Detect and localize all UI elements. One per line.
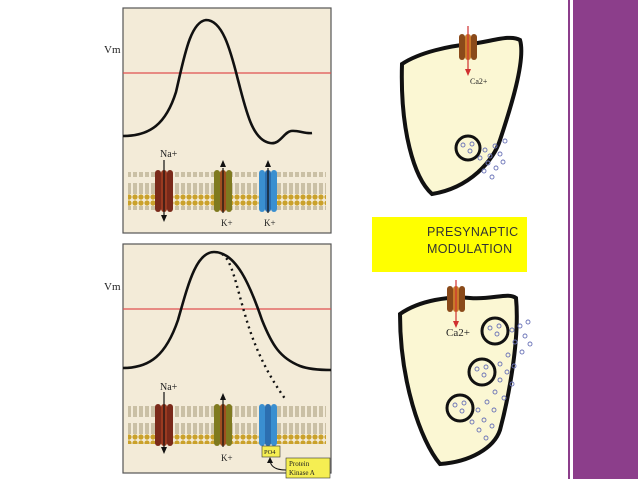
po4-label: PO4	[264, 449, 276, 456]
top-action-potential-curve	[122, 18, 313, 145]
top-k-label-1: K+	[221, 218, 233, 228]
bottom-na-label: Na+	[160, 382, 178, 393]
presynaptic-modulation-label: PRESYNAPTIC MODULATION	[372, 217, 527, 272]
top-vesicle-particles	[460, 138, 508, 180]
bottom-k-label: K+	[221, 453, 233, 463]
top-vm-label: Vm	[104, 44, 121, 56]
bottom-ca-channel	[447, 280, 465, 328]
label-line-2: MODULATION	[427, 242, 513, 256]
top-k-channel-2	[259, 160, 277, 213]
bottom-ca-label: Ca2+	[446, 327, 470, 339]
bottom-prolonged-dotted-curve	[221, 252, 287, 401]
top-k-label-2: K+	[264, 218, 276, 228]
po4-tag	[261, 445, 281, 458]
bottom-presynaptic-terminal: Ca2+	[397, 280, 533, 467]
bottom-action-potential-curve	[122, 250, 332, 372]
top-panel: Vm Na+ K+ K+	[104, 7, 332, 234]
label-line-1: PRESYNAPTIC	[427, 225, 519, 239]
bottom-vm-label: Vm	[104, 281, 121, 293]
top-na-channel	[155, 160, 173, 222]
bottom-vesicle-2	[467, 357, 497, 387]
pka-box	[285, 457, 331, 479]
side-band-line	[568, 0, 570, 479]
top-ca-label: Ca2+	[470, 77, 488, 86]
bottom-vesicle-1	[480, 316, 510, 346]
top-k-channel-1	[214, 160, 232, 213]
bottom-k-channel-blue	[259, 404, 277, 446]
pka-label-line2: Kinase A	[289, 469, 315, 477]
pka-label-line1: Protein	[289, 460, 310, 468]
pka-arrowhead	[267, 457, 273, 463]
bottom-vesicle-particles	[452, 319, 533, 441]
top-ca-channel	[459, 26, 477, 76]
top-presynaptic-terminal: Ca2+	[399, 26, 524, 197]
top-vesicle	[454, 134, 482, 162]
top-terminal-body	[399, 35, 524, 197]
bottom-panel: Vm Na+ K+ PO4 Protein Kinase A	[104, 243, 332, 479]
bottom-k-channel	[214, 393, 232, 447]
side-band	[573, 0, 638, 479]
top-na-label: Na+	[160, 149, 178, 160]
bottom-vesicle-3	[445, 393, 475, 423]
bottom-na-channel	[155, 392, 173, 454]
